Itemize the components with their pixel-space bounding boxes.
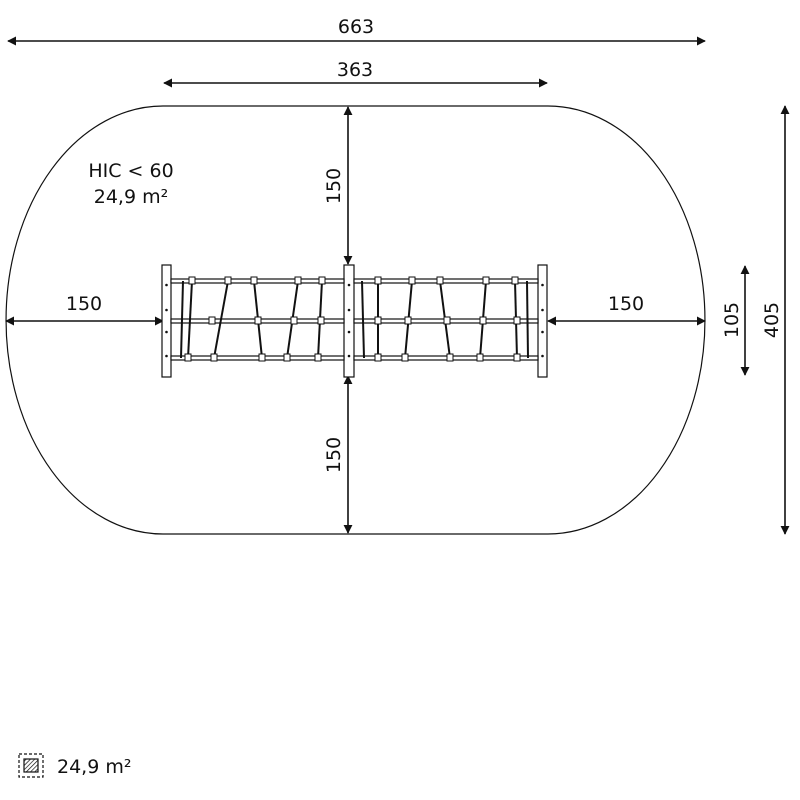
safety-zone-outline <box>5 105 706 535</box>
dimension-top-clearance-label: 150 <box>323 168 345 204</box>
dimension-structure-width: 363 <box>163 59 548 88</box>
post-right <box>537 264 548 378</box>
legend-area-label: 24,9 m² <box>57 756 131 778</box>
dimension-bottom-clearance-label: 150 <box>323 437 345 473</box>
dimension-structure-width-label: 363 <box>337 59 373 81</box>
post-left <box>161 264 172 378</box>
hatched-square-icon <box>18 753 44 778</box>
dimension-structure-depth: 105 <box>721 265 750 376</box>
dimension-overall-depth: 405 <box>761 105 790 535</box>
dimension-overall-depth-label: 405 <box>761 302 783 338</box>
dimension-right-clearance-label: 150 <box>608 293 644 315</box>
legend: 24,9 m² <box>18 753 131 778</box>
climbing-structure <box>161 264 548 378</box>
dimension-top-clearance: 150 <box>323 106 353 265</box>
hic-label: HIC < 60 <box>88 160 173 182</box>
dimension-left-clearance-label: 150 <box>66 293 102 315</box>
surface-area-label: 24,9 m² <box>94 186 168 208</box>
dimension-bottom-clearance: 150 <box>323 375 353 534</box>
dimension-structure-depth-label: 105 <box>721 302 743 338</box>
dimension-right-clearance: 150 <box>547 293 706 326</box>
dimension-overall-width-label: 663 <box>338 16 374 38</box>
dimension-left-clearance: 150 <box>5 293 164 326</box>
dimension-overall-width: 663 <box>7 16 706 46</box>
post-center <box>343 264 355 378</box>
